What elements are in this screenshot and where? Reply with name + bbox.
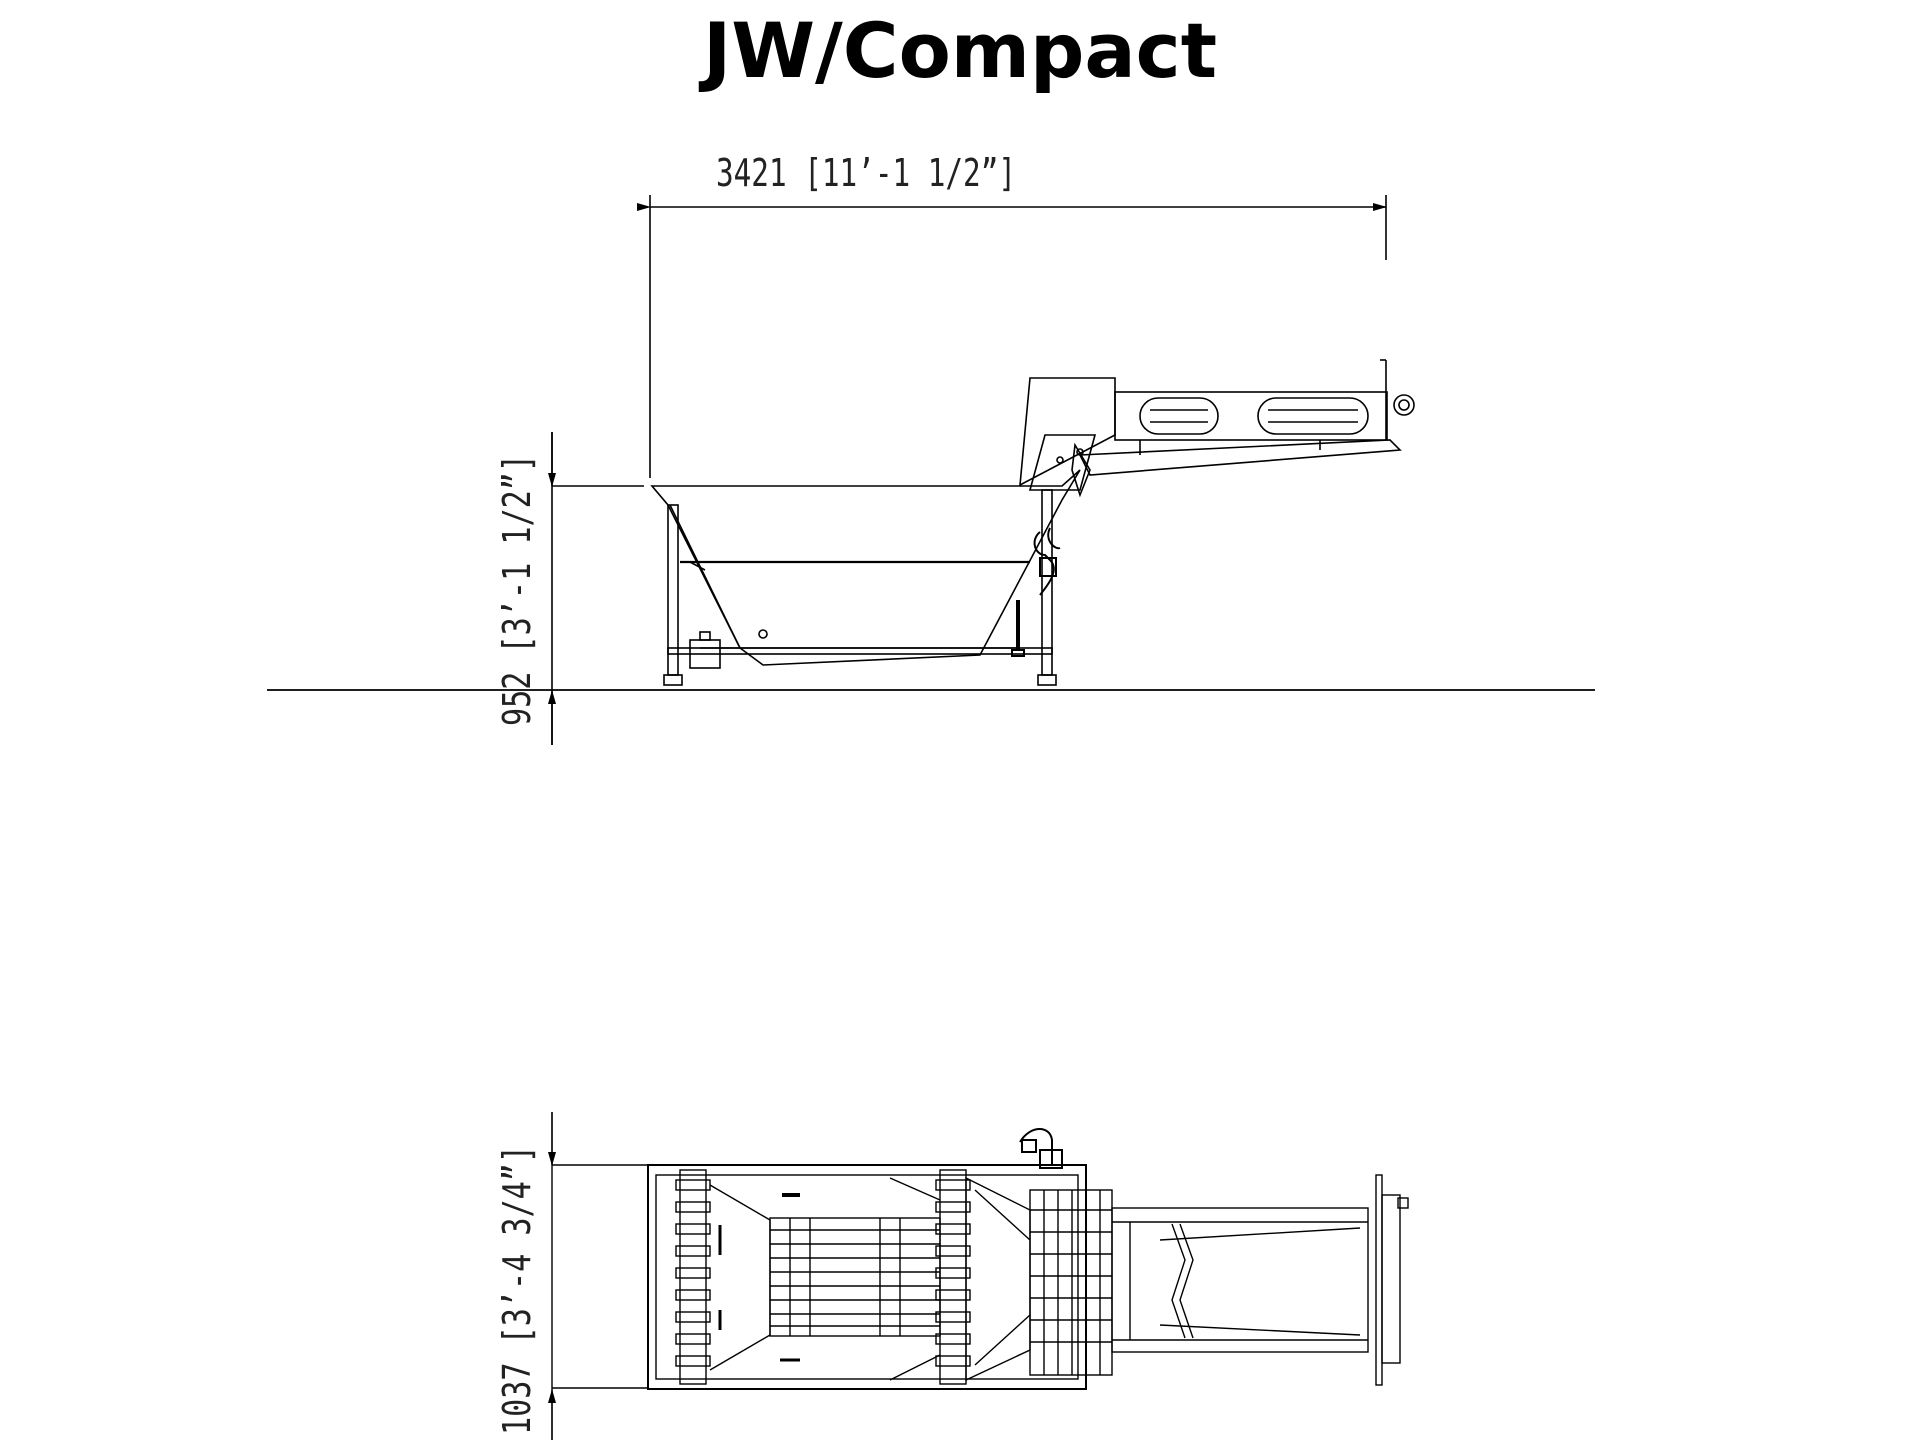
roller-column-mid	[935, 1169, 971, 1385]
tank-plan	[647, 1164, 1087, 1390]
drain-pipe	[1011, 527, 1061, 657]
top-view: 1037 [3’-4 3/4”]	[495, 1112, 1409, 1440]
tank-body	[650, 469, 1081, 666]
height-dimension	[548, 432, 644, 745]
diagonal-section	[889, 1176, 1031, 1382]
height-dimension-label: 952 [3’-1 1/2”]	[495, 454, 539, 726]
incline-section	[1019, 377, 1116, 498]
top-conveyor	[1078, 359, 1415, 476]
pipe-fitting	[1019, 1128, 1063, 1169]
width-dimension	[548, 1112, 648, 1440]
frame-legs	[663, 489, 1057, 686]
length-dimension-label: 3421 [11’-1 1/2”]	[716, 151, 1016, 195]
separator-section	[1029, 1189, 1113, 1376]
side-view: 3421 [11’-1 1/2”] 952 [3’-1 1/2”]	[267, 151, 1595, 745]
length-dimension	[637, 195, 1387, 478]
page-title: JW/Compact	[702, 6, 1218, 95]
roller-column-left	[675, 1169, 711, 1385]
outfeed-conveyor	[1111, 1174, 1409, 1386]
width-dimension-label: 1037 [3’-4 3/4”]	[495, 1145, 539, 1435]
grid-bars	[769, 1217, 941, 1337]
